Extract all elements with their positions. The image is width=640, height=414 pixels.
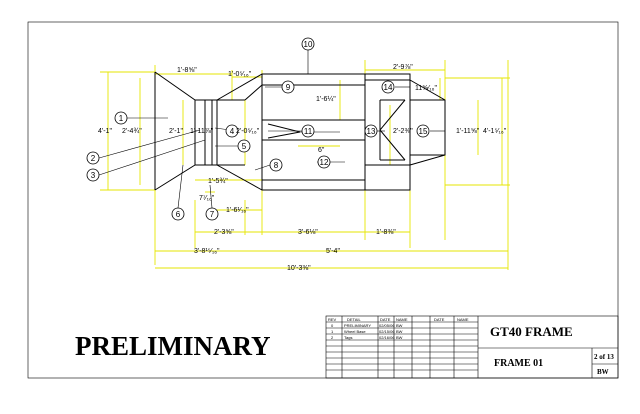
tag-13: 13 [367,127,376,136]
rev-cell: 02/15/06 [379,329,395,334]
rev-cell: BW [396,323,403,328]
tag-circle-13 [364,124,378,138]
tag-1: 1 [119,114,124,123]
dim-label: 4'-1⁵⁄₁₆" [483,128,507,135]
tag-circle-1 [114,111,128,125]
tag-circle-12 [317,155,331,169]
tag-circle-15 [416,124,430,138]
dim-label: 2'-3⅝" [214,229,234,236]
rev-cell: BW [396,335,403,340]
drawing-title: GT40 FRAME [490,324,573,339]
dimension-labels: 1'-8⅝" 1'-0⁵⁄₁₆" 2'-9⅞" 1'-6¼" 11⅝⁄₁₆" 4… [98,64,507,272]
tag-2: 2 [91,154,96,163]
dim-label: 1'-6¼" [316,96,336,103]
tag-14: 14 [384,83,393,92]
rev-cell: Wheel Base [344,329,366,334]
dim-label: 5'-4" [326,248,340,255]
dim-label: 1'-11⅝" [456,128,480,135]
tag-circle-9 [281,80,295,94]
tag-circle-14 [381,80,395,94]
dimension-lines [100,60,510,270]
dim-label: 1'-8⅝" [177,67,197,74]
rev-cell: 1 [331,329,334,334]
dim-label: 1'-0⁵⁄₁₆" [228,71,252,78]
tag-circle-4 [225,124,239,138]
tag-circle-2 [86,151,100,165]
rev-header-name: NAME [396,317,408,322]
rev-cell: 02/16/06 [379,335,395,340]
dim-label: 11⅝⁄₁₆" [415,85,437,92]
tag-circle-11 [301,124,315,138]
tag-circle-8 [269,158,283,172]
dim-label: 2'-4¾" [122,128,142,135]
dim-label: 2'-1" [169,128,183,135]
rev-cell: 02/05/06 [379,323,395,328]
dim-label: 7⁷⁄₁₆" [199,195,215,202]
dim-label: 2'-9⅞" [393,64,413,71]
tag-10: 10 [304,40,313,49]
rev-cell: 0 [331,323,334,328]
tag-6: 6 [176,210,181,219]
tag-circle-10 [301,37,315,51]
dim-label: 3'-8¹⁵⁄₁₆" [194,248,220,255]
dim-label: 2'-0⁵⁄₁₆" [236,128,260,135]
tag-8: 8 [274,161,279,170]
rev-cell: 2 [331,335,334,340]
preliminary-label: PRELIMINARY [75,331,271,361]
rev-cell: BW [396,329,403,334]
title-block: REV DETAIL DATE NAME DATE NAME 0 PRELIMI… [325,315,619,379]
tag-circle-3 [86,168,100,182]
dim-label: 3'-6⅛" [298,229,318,236]
tag-4: 4 [230,127,235,136]
tag-12: 12 [320,158,329,167]
dim-label: 4'-1" [98,128,112,135]
tag-11: 11 [304,127,313,136]
rear-extension [409,79,446,166]
dim-label: 2'-2⅜" [393,128,413,135]
tag-circle-5 [237,139,251,153]
rev-header-date2: DATE [434,317,445,322]
tag-3: 3 [91,171,96,180]
dim-label: 10'-3⅜" [287,265,311,272]
rev-header-date: DATE [380,317,391,322]
rev-header-name2: NAME [457,317,469,322]
dim-label: 1'-5¾" [208,178,228,185]
sheet-number: 2 of 13 [594,353,614,361]
rev-cell: PRELIMINARY [344,323,371,328]
tag-15: 15 [419,127,428,136]
dim-label: 1'-11⅞" [190,128,214,135]
rev-cell: Tags [344,335,352,340]
front-crossmember [194,99,218,166]
sheet-border [27,21,619,379]
tag-9: 9 [286,83,291,92]
rev-header-rev: REV [328,317,337,322]
tag-7: 7 [210,210,215,219]
rev-header-detail: DETAIL [347,317,361,322]
tag-circle-6 [171,207,185,221]
drawing-subtitle: FRAME 01 [494,358,543,369]
drawn-by: BW [597,368,609,376]
dim-label: 6" [318,147,325,154]
part-tags: 1 2 3 4 5 6 7 8 9 10 11 12 13 14 15 [86,37,445,221]
tag-circle-7 [205,207,219,221]
dim-label: 1'-6¹⁄₁₆" [226,207,249,214]
dim-label: 1'-8⅜" [376,229,396,236]
tag-5: 5 [242,142,247,151]
